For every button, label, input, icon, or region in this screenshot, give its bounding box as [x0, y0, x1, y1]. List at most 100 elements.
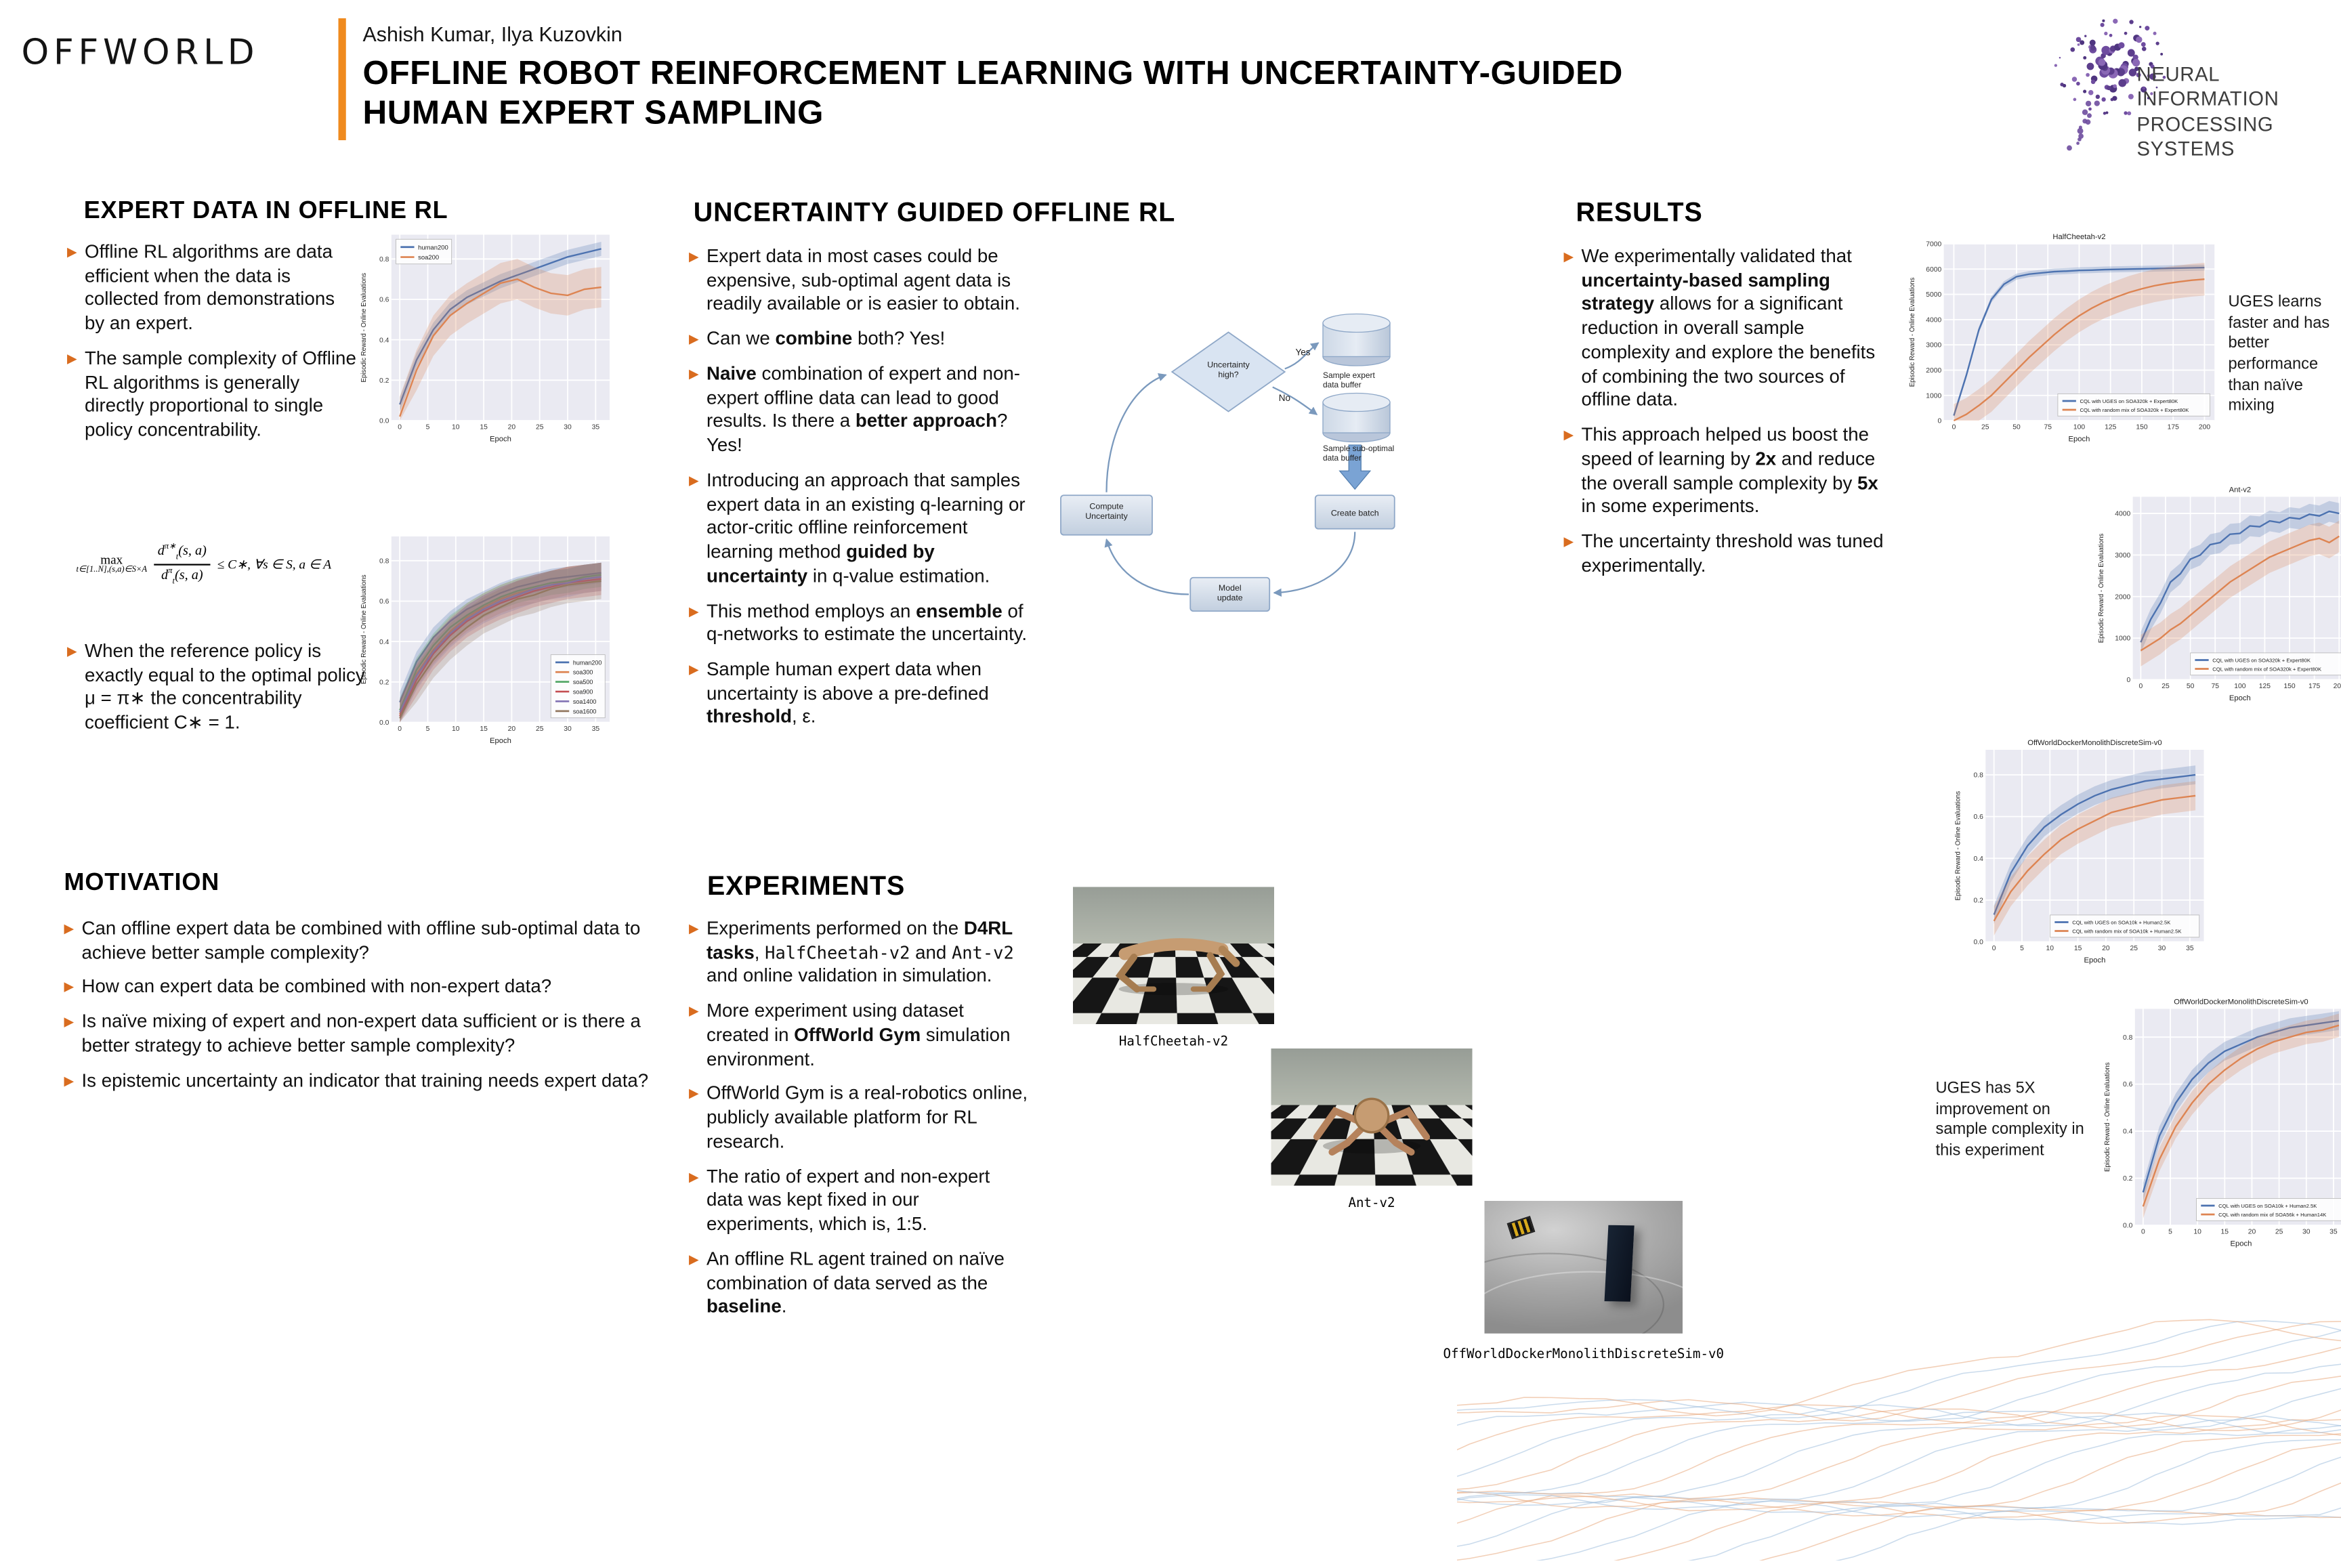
svg-text:175: 175 — [2308, 683, 2321, 690]
bullet-marker-icon: ▶ — [64, 976, 75, 1000]
svg-text:Epoch: Epoch — [2230, 1239, 2252, 1248]
bullet-item: ▶When the reference policy is exactly eq… — [67, 640, 366, 736]
svg-text:10: 10 — [2193, 1228, 2201, 1235]
rover — [1507, 1216, 1536, 1239]
halfcheetah-image — [1073, 887, 1274, 1025]
svg-text:50: 50 — [2012, 423, 2021, 431]
bullet-text: Sample human expert data when uncertaint… — [706, 658, 1030, 730]
heading-experiments: EXPERIMENTS — [707, 870, 905, 902]
svg-text:15: 15 — [2074, 945, 2082, 952]
svg-text:150: 150 — [2283, 683, 2296, 690]
svg-text:0.2: 0.2 — [379, 377, 389, 385]
bullet-item: ▶Naive combination of expert and non-exp… — [689, 362, 1030, 459]
svg-text:Ant-v2: Ant-v2 — [2229, 486, 2252, 494]
svg-text:OffWorldDockerMonolithDiscrete: OffWorldDockerMonolithDiscreteSim-v0 — [2027, 739, 2161, 747]
bullet-text: Expert data in most cases could be expen… — [706, 245, 1030, 317]
bullet-text: We experimentally validated that uncerta… — [1581, 245, 1886, 413]
svg-text:0.6: 0.6 — [2123, 1081, 2133, 1088]
bullet-item: ▶Offline RL algorithms are data efficien… — [67, 241, 357, 337]
svg-text:30: 30 — [564, 423, 572, 431]
svg-text:0.0: 0.0 — [2123, 1223, 2133, 1230]
svg-text:0.4: 0.4 — [2123, 1128, 2133, 1136]
svg-text:Epoch: Epoch — [2068, 435, 2090, 443]
svg-text:25: 25 — [2130, 945, 2138, 952]
svg-text:30: 30 — [564, 725, 572, 733]
bullet-marker-icon: ▶ — [1564, 245, 1574, 413]
svg-text:4000: 4000 — [2115, 511, 2130, 518]
heading-motivation: MOTIVATION — [64, 870, 220, 898]
svg-text:0.2: 0.2 — [1974, 897, 1984, 904]
svg-text:Episodic Reward - Online Evalu: Episodic Reward - Online Evaluations — [1955, 791, 1962, 901]
bullet-item: ▶The sample complexity of Offline RL alg… — [67, 347, 357, 444]
bullet-marker-icon: ▶ — [689, 599, 699, 648]
bullet-text: OffWorld Gym is a real-robotics online, … — [706, 1082, 1030, 1154]
svg-text:0.2: 0.2 — [379, 679, 389, 686]
formula-denominator: dπt(s, a) — [161, 566, 203, 587]
svg-text:25: 25 — [536, 725, 544, 733]
svg-text:100: 100 — [2234, 683, 2246, 690]
svg-text:5: 5 — [426, 725, 430, 733]
bullet-item: ▶The uncertainty threshold was tuned exp… — [1564, 530, 1887, 578]
monolith — [1605, 1225, 1635, 1302]
formula-rhs: ≤ C∗, ∀s ∈ S, a ∈ A — [217, 556, 331, 573]
concentrability-bullets: ▶When the reference policy is exactly eq… — [67, 640, 366, 746]
no-label: No — [1279, 393, 1290, 403]
svg-text:CQL with UGES on SOA320k + Exp: CQL with UGES on SOA320k + Expert80K — [2080, 398, 2179, 404]
svg-text:0: 0 — [2138, 683, 2143, 690]
waves-svg — [1457, 1302, 2341, 1561]
svg-text:human200: human200 — [418, 244, 448, 251]
heading-expert-data: EXPERT DATA IN OFFLINE RL — [84, 198, 448, 226]
ant-image — [1271, 1048, 1473, 1186]
annotation-uges-faster: UGES learns faster and has better perfor… — [2229, 293, 2341, 417]
bullet-text: More experiment using dataset created in… — [706, 1000, 1030, 1072]
poster-title-line1: OFFLINE ROBOT REINFORCEMENT LEARNING WIT… — [363, 54, 1623, 92]
svg-text:Episodic Reward - Online Evalu: Episodic Reward - Online Evaluations — [2104, 1062, 2111, 1172]
svg-text:2000: 2000 — [2115, 593, 2130, 601]
svg-text:6000: 6000 — [1926, 266, 1941, 274]
svg-text:4000: 4000 — [1926, 316, 1941, 324]
experiments-bullets: ▶Experiments performed on the D4RL tasks… — [689, 918, 1030, 1331]
bullet-marker-icon: ▶ — [1564, 530, 1574, 578]
svg-text:7000: 7000 — [1926, 241, 1941, 249]
bullet-marker-icon: ▶ — [689, 245, 699, 317]
svg-text:20: 20 — [2248, 1228, 2256, 1235]
poster-title-line2: HUMAN EXPERT SAMPLING — [363, 92, 1623, 131]
heading-results: RESULTS — [1576, 196, 1703, 228]
svg-text:soa300: soa300 — [573, 669, 593, 676]
bullet-text: The ratio of expert and non-expert data … — [706, 1165, 1030, 1237]
expert-buffer-cylinder — [1323, 314, 1390, 366]
svg-text:50: 50 — [2187, 683, 2195, 690]
bullet-marker-icon: ▶ — [689, 1000, 699, 1072]
svg-text:0.6: 0.6 — [379, 297, 389, 304]
bullet-marker-icon: ▶ — [67, 640, 77, 736]
bullet-marker-icon: ▶ — [64, 1011, 75, 1059]
svg-text:25: 25 — [536, 423, 544, 431]
svg-text:175: 175 — [2168, 423, 2180, 431]
uncertainty-guided-bullets: ▶Expert data in most cases could be expe… — [689, 245, 1030, 741]
bullet-item: ▶Expert data in most cases could be expe… — [689, 245, 1030, 317]
bullet-text: Naive combination of expert and non-expe… — [706, 362, 1030, 459]
svg-text:5: 5 — [426, 423, 430, 431]
svg-text:HalfCheetah-v2: HalfCheetah-v2 — [2052, 233, 2105, 241]
svg-text:Epoch: Epoch — [2229, 694, 2251, 702]
concentrability-formula: max t∈[1..N],(s,a)∈S×A dπ∗t(s, a) dπt(s,… — [77, 543, 332, 587]
svg-text:CQL with random mix of SOA320k: CQL with random mix of SOA320k + Expert8… — [2080, 407, 2190, 413]
svg-text:20: 20 — [508, 423, 516, 431]
svg-text:10: 10 — [452, 423, 460, 431]
svg-text:35: 35 — [592, 725, 600, 733]
bullet-item: ▶We experimentally validated that uncert… — [1564, 245, 1887, 413]
heading-uncertainty-guided: UNCERTAINTY GUIDED OFFLINE RL — [694, 196, 1176, 228]
bullet-item: ▶Is naïve mixing of expert and non-exper… — [64, 1011, 692, 1059]
bullet-text: When the reference policy is exactly equ… — [85, 640, 366, 736]
svg-text:5: 5 — [2020, 945, 2024, 952]
bullet-item: ▶Introducing an approach that samples ex… — [689, 469, 1030, 589]
svg-text:CQL with random mix of SOA320k: CQL with random mix of SOA320k + Expert8… — [2212, 666, 2322, 672]
svg-text:soa200: soa200 — [418, 254, 439, 261]
svg-text:CQL with UGES on SOA10k + Huma: CQL with UGES on SOA10k + Human2.5K — [2218, 1203, 2317, 1209]
